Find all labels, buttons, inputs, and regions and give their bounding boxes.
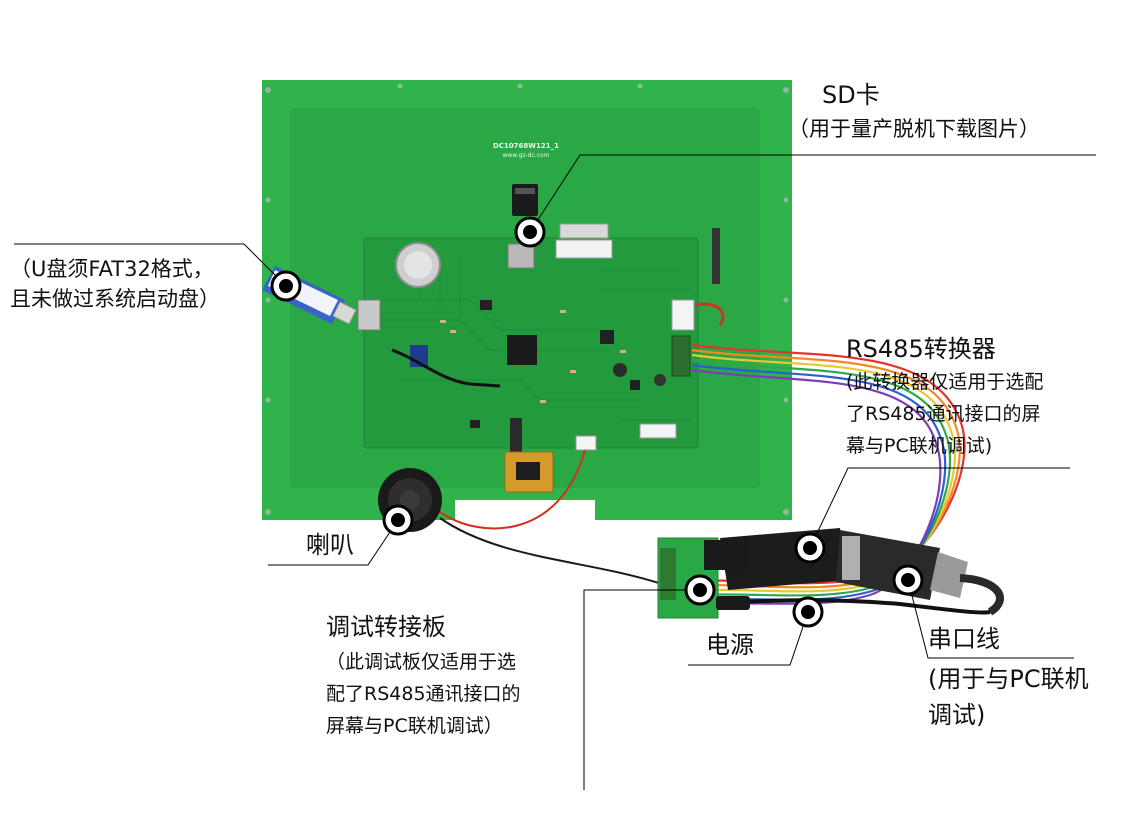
usb-note-line1: （U盘须FAT32格式，: [10, 257, 214, 281]
marker-debug-board: [684, 574, 716, 606]
sd-card-title: SD卡: [822, 81, 880, 109]
serial-cable-line1: (用于与PC联机: [928, 665, 1089, 693]
board-website-text: www.gz-dc.com: [502, 152, 549, 159]
callout-markers: [270, 216, 924, 628]
debug-board-line3: 屏幕与PC联机调试）: [326, 715, 503, 737]
rs485-line1: (此转换器仅适用于选配: [846, 371, 1044, 393]
touch-fpc: [504, 418, 554, 493]
marker-rs485: [794, 532, 826, 564]
leader-lines: [14, 154, 1096, 790]
debug-board-title: 调试转接板: [326, 613, 446, 641]
usb-note-line2: 且未做过系统启动盘）: [10, 287, 220, 311]
board-model-text: DC10768W121_1: [493, 142, 559, 150]
serial-cable-title: 串口线: [928, 625, 1000, 653]
power-label: 电源: [706, 631, 754, 659]
marker-usb-drive: [270, 270, 302, 302]
debug-board-line2: 配了RS485通讯接口的: [326, 683, 521, 705]
marker-power: [792, 596, 824, 628]
rs485-title: RS485转换器: [846, 335, 996, 363]
serial-cable-line2: 调试): [928, 701, 986, 729]
speaker-label: 喇叭: [306, 531, 354, 559]
sd-card: [512, 184, 538, 216]
marker-speaker: [382, 504, 414, 536]
control-board: [357, 223, 699, 451]
debug-board-line1: （此调试板仅适用于选: [326, 651, 517, 673]
marker-serial-cable: [892, 564, 924, 596]
marker-sd-card: [514, 216, 546, 248]
rs485-line2: 了RS485通讯接口的屏: [846, 403, 1041, 425]
sd-card-desc: （用于量产脱机下载图片）: [788, 117, 1040, 141]
rs485-line3: 幕与PC联机调试): [846, 435, 993, 457]
